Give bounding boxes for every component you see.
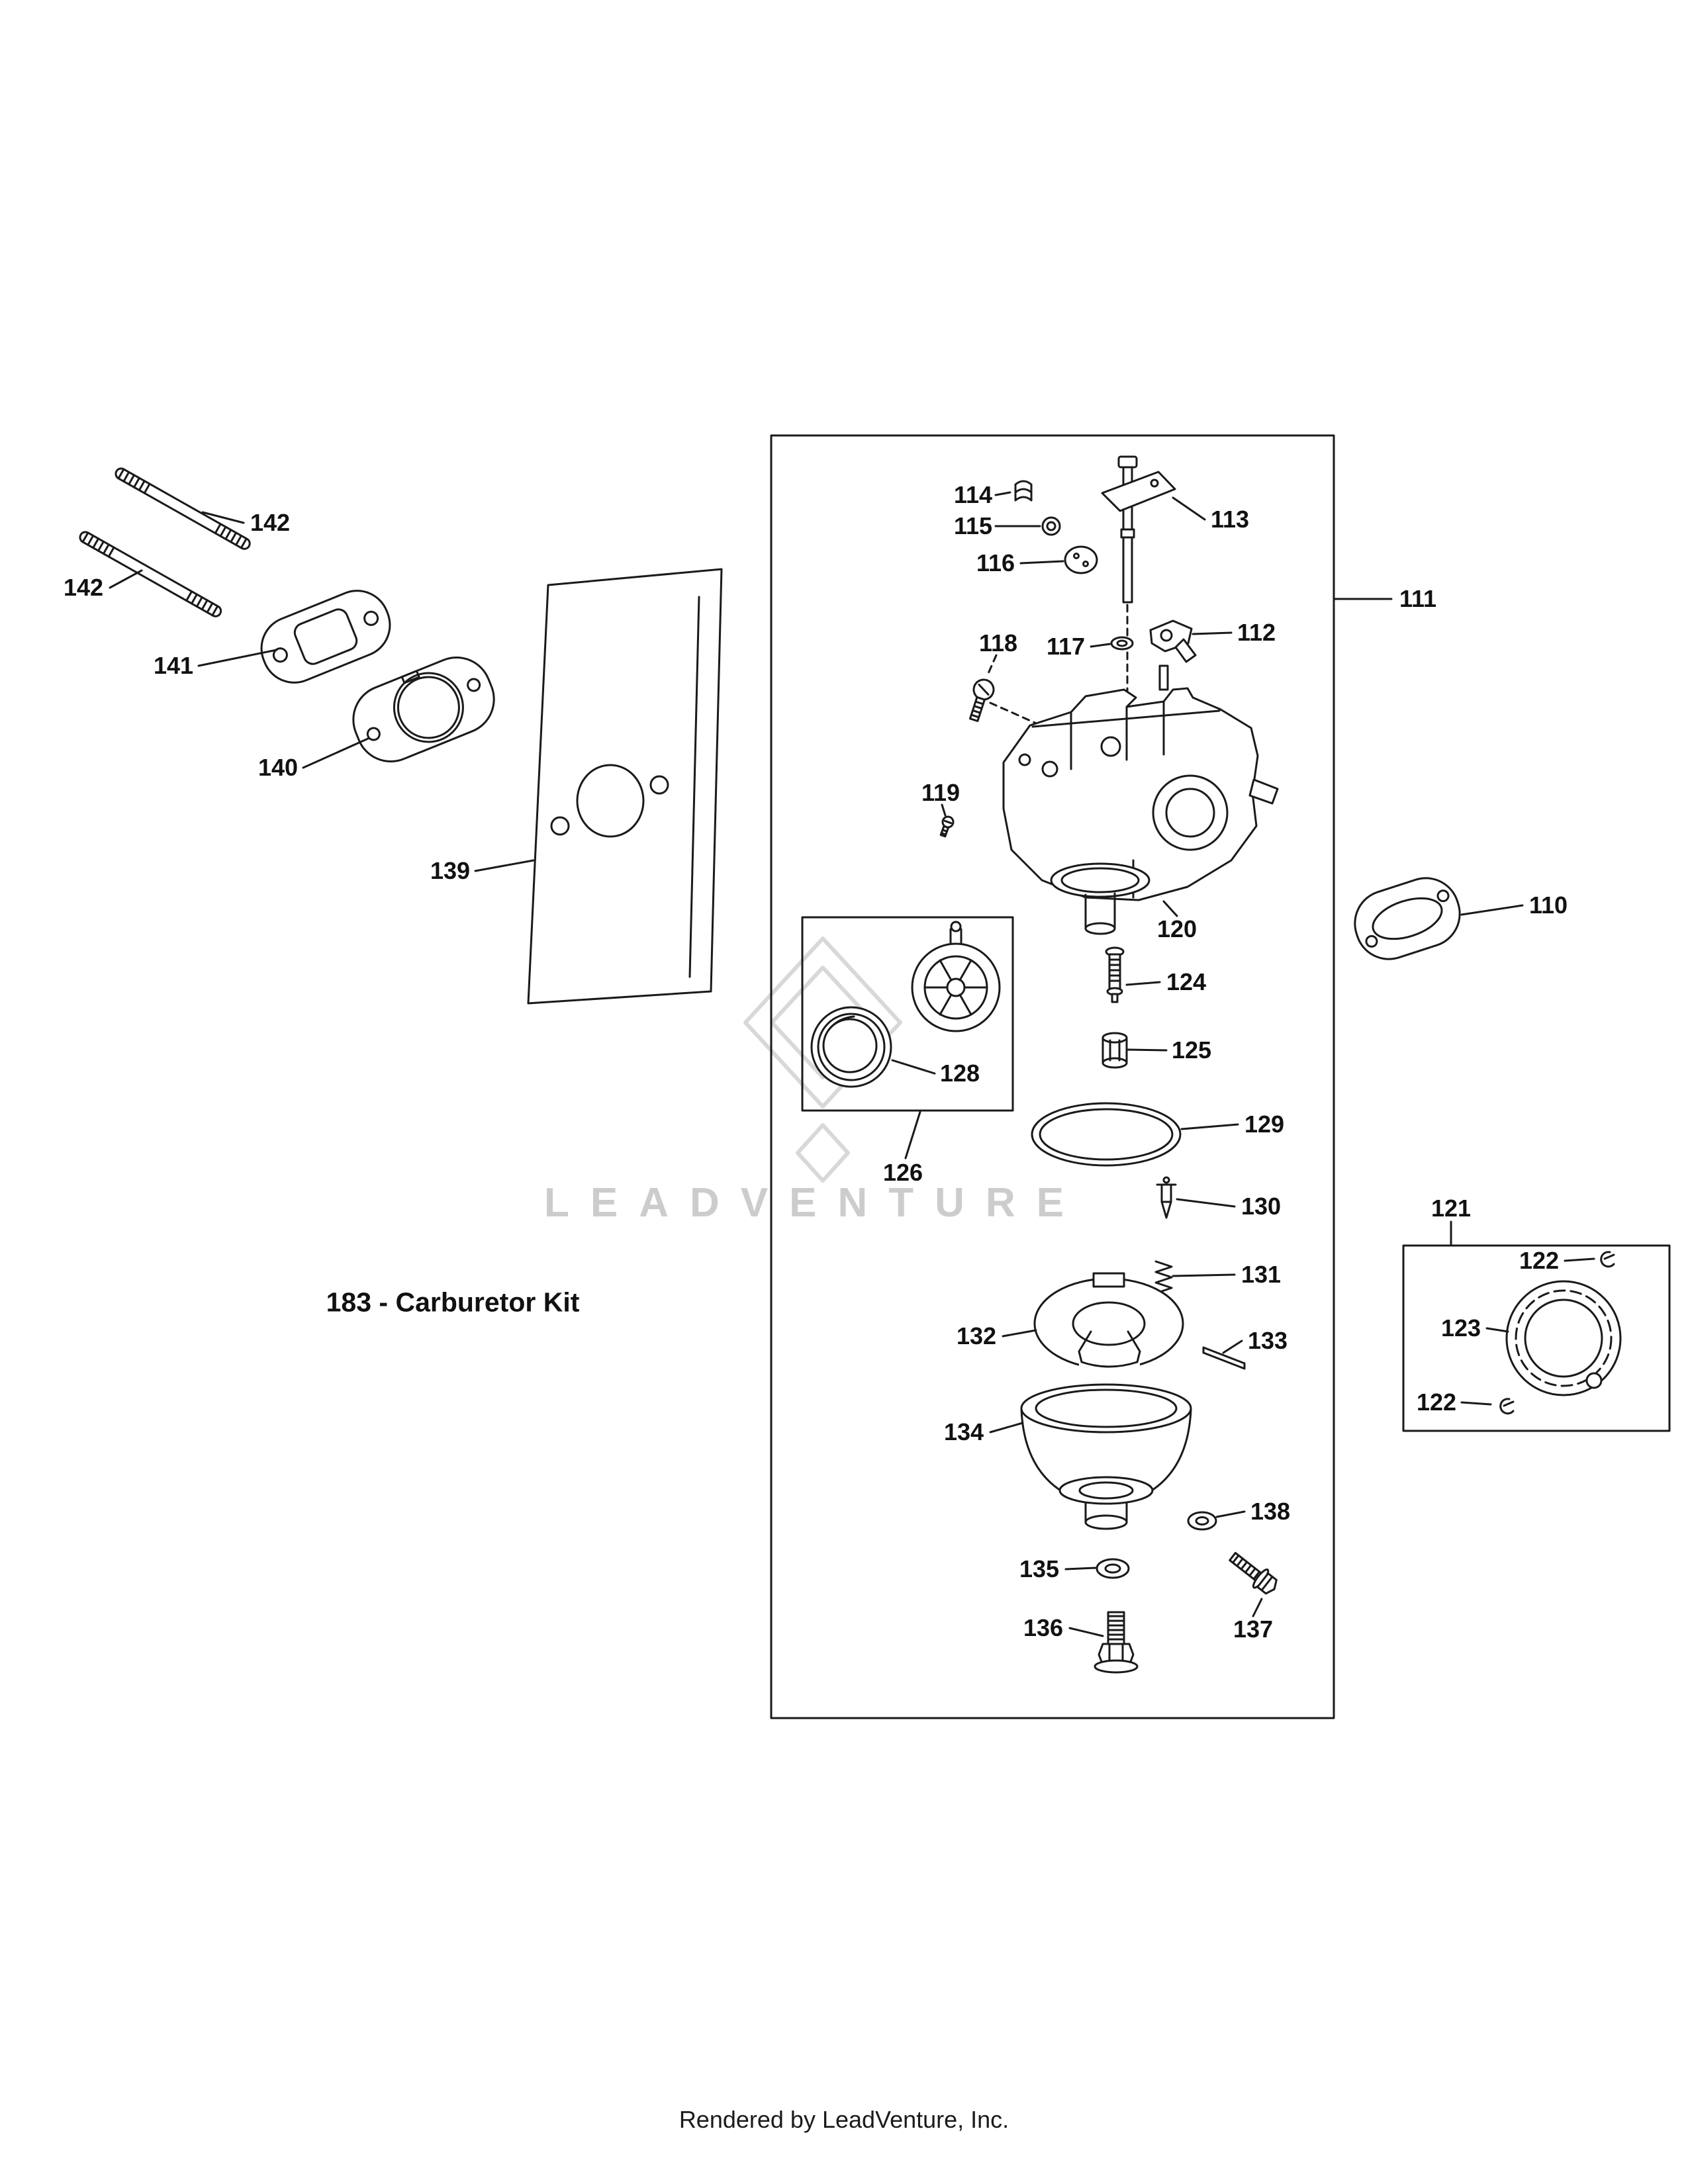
callout-141: 141 bbox=[153, 652, 194, 679]
callout-136: 136 bbox=[1023, 1614, 1064, 1641]
callout-122-bottom: 122 bbox=[1416, 1388, 1457, 1416]
callout-120: 120 bbox=[1156, 915, 1197, 942]
callout-114: 114 bbox=[953, 481, 993, 508]
float-bowl-134 bbox=[1020, 1383, 1192, 1530]
bushing-125 bbox=[1102, 1032, 1128, 1069]
callout-125: 125 bbox=[1171, 1036, 1212, 1064]
spring-114 bbox=[1014, 480, 1033, 502]
washer-138 bbox=[1187, 1511, 1217, 1531]
callout-139: 139 bbox=[430, 857, 471, 884]
callout-131: 131 bbox=[1241, 1261, 1282, 1288]
callout-126: 126 bbox=[882, 1159, 923, 1186]
heat-shield-plate-139 bbox=[527, 568, 723, 1005]
callout-135: 135 bbox=[1019, 1555, 1060, 1582]
stud-bolt-142-bottom bbox=[79, 531, 222, 617]
intake-gasket-141 bbox=[260, 590, 391, 684]
carburetor-kit-label: 183 - Carburetor Kit bbox=[326, 1287, 580, 1318]
washer-117 bbox=[1110, 636, 1134, 651]
primer-retainer-128 bbox=[911, 921, 1001, 1032]
callout-121: 121 bbox=[1430, 1195, 1472, 1222]
drain-bolt-136 bbox=[1094, 1611, 1139, 1674]
throttle-shaft-113 bbox=[1101, 455, 1176, 692]
retaining-clip-122-bottom bbox=[1499, 1398, 1515, 1415]
callout-129: 129 bbox=[1244, 1111, 1285, 1138]
callout-130: 130 bbox=[1241, 1193, 1282, 1220]
callout-116: 116 bbox=[976, 549, 1015, 576]
callout-117: 117 bbox=[1046, 633, 1086, 660]
callout-leader-lines bbox=[109, 491, 1595, 1637]
bowl-screw-137 bbox=[1229, 1551, 1278, 1595]
callout-113: 113 bbox=[1210, 506, 1250, 533]
needle-spring-131 bbox=[1154, 1260, 1173, 1295]
washer-135 bbox=[1096, 1558, 1130, 1579]
float-132 bbox=[1033, 1272, 1184, 1385]
retaining-clip-122-top bbox=[1600, 1251, 1615, 1268]
primer-bulb-128 bbox=[810, 1006, 892, 1088]
callout-134: 134 bbox=[943, 1418, 984, 1445]
carburetor-detail-box bbox=[770, 434, 1335, 1719]
callout-132: 132 bbox=[956, 1322, 997, 1349]
callout-133: 133 bbox=[1247, 1327, 1288, 1354]
screw-118-dashed-line bbox=[986, 654, 998, 678]
callout-140: 140 bbox=[258, 754, 299, 781]
callout-111: 111 bbox=[1399, 585, 1437, 612]
bowl-o-ring-129 bbox=[1031, 1102, 1182, 1167]
choke-plate-116 bbox=[1064, 545, 1098, 574]
float-pin-133 bbox=[1202, 1346, 1246, 1370]
float-needle-130 bbox=[1156, 1176, 1177, 1219]
callout-138: 138 bbox=[1250, 1498, 1291, 1525]
primer-kit-inset-box bbox=[801, 916, 1014, 1112]
washer-115 bbox=[1041, 516, 1061, 536]
main-jet-bolt-124 bbox=[1105, 946, 1125, 1003]
carburetor-body-120 bbox=[1002, 664, 1279, 935]
callout-122-top: 122 bbox=[1519, 1247, 1560, 1274]
callout-137: 137 bbox=[1233, 1615, 1274, 1643]
callout-112: 112 bbox=[1237, 619, 1276, 646]
callout-142-bottom: 142 bbox=[63, 574, 104, 601]
idle-screw-118 bbox=[968, 678, 995, 723]
footer-credit: Rendered by LeadVenture, Inc. bbox=[679, 2106, 1009, 2133]
leadventure-watermark-text: LEADVENTURE bbox=[544, 1180, 1086, 1226]
callout-115: 115 bbox=[953, 512, 993, 539]
seal-ring-123 bbox=[1505, 1280, 1622, 1396]
callout-142-top: 142 bbox=[250, 509, 291, 536]
fuel-inlet-fitting-112 bbox=[1149, 619, 1197, 663]
carburetor-spacer-140 bbox=[352, 656, 495, 763]
carburetor-gasket-110 bbox=[1354, 877, 1461, 960]
callout-110: 110 bbox=[1528, 891, 1568, 919]
screw-119 bbox=[939, 815, 955, 838]
callout-124: 124 bbox=[1166, 968, 1207, 995]
stud-bolt-142-top bbox=[115, 467, 251, 550]
callout-128: 128 bbox=[939, 1060, 980, 1087]
callout-119: 119 bbox=[921, 779, 961, 806]
callout-123: 123 bbox=[1440, 1314, 1481, 1342]
gasket-kit-inset-box bbox=[1402, 1244, 1671, 1432]
callout-118: 118 bbox=[978, 629, 1018, 657]
